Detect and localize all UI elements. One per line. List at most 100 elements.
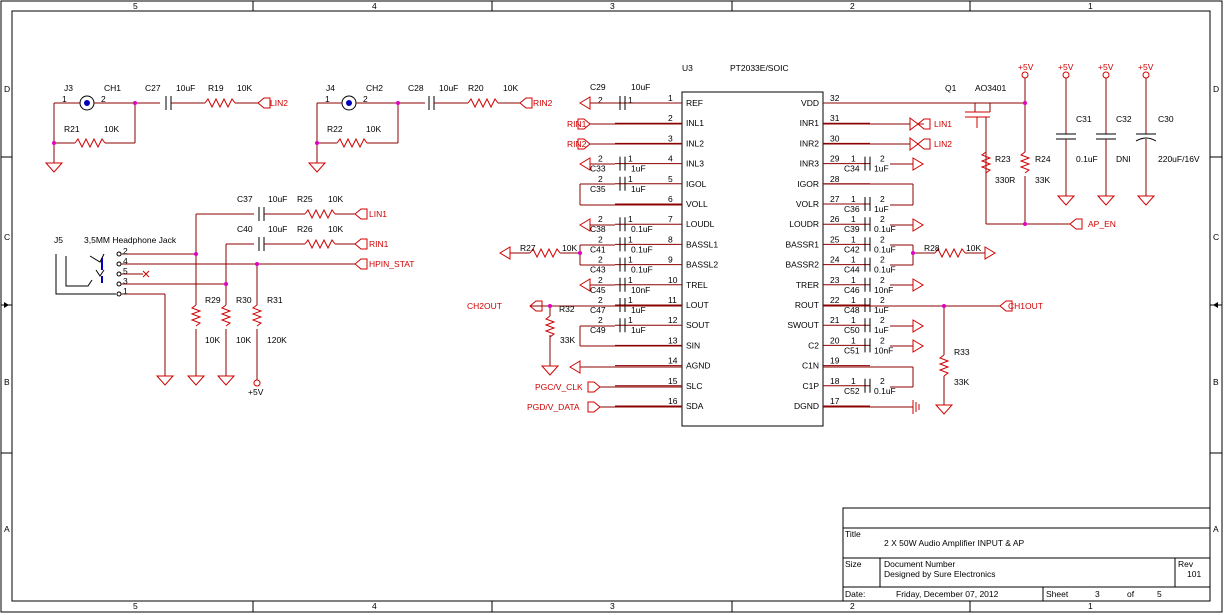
capacitor-pin: 1 xyxy=(851,214,856,224)
ic-pin-name: SLC xyxy=(686,381,703,391)
net-vcc-label: +5V xyxy=(1098,62,1114,72)
sheet-label: Sheet xyxy=(1046,589,1069,599)
j5-part: 3,5MM Headphone Jack xyxy=(84,235,177,245)
ic-pin-number: 9 xyxy=(668,255,673,265)
row-label: A xyxy=(1213,524,1219,534)
ic-left-wiring: R27 10K R32 33K xyxy=(499,96,682,413)
capacitor-pin: 2 xyxy=(598,255,603,265)
ic-pin-name: AGND xyxy=(686,361,711,371)
capacitor-pin: 1 xyxy=(851,194,856,204)
sheet-of-label: of xyxy=(1127,589,1135,599)
ic-pin-number: 15 xyxy=(668,376,678,386)
j4-channel: CH2 xyxy=(366,83,383,93)
row-label: C xyxy=(4,232,10,242)
capacitor-value: 10nF xyxy=(631,285,650,295)
r27-ref: R27 xyxy=(520,243,536,253)
ic-pin-number: 22 xyxy=(830,295,840,305)
capacitor-ref: C52 xyxy=(844,386,860,396)
r24-ref: R24 xyxy=(1035,154,1051,164)
capacitor-ref: C29 xyxy=(590,82,606,92)
r22-ref: R22 xyxy=(327,124,343,134)
c30-value: 220uF/16V xyxy=(1158,154,1200,164)
capacitor-ref: C34 xyxy=(844,164,860,174)
r23-value: 330R xyxy=(995,175,1015,185)
ic-ref: U3 xyxy=(682,63,693,73)
capacitor-ref: C38 xyxy=(590,224,606,234)
row-label: A xyxy=(4,524,10,534)
net-rin1-label: RIN1 xyxy=(369,239,389,249)
c28-ref: C28 xyxy=(408,83,424,93)
ic-pin-number: 25 xyxy=(830,234,840,244)
q1-part: AO3401 xyxy=(975,83,1006,93)
capacitor-pin: 2 xyxy=(598,95,603,105)
sheet-total: 5 xyxy=(1157,589,1162,599)
capacitor-pin: 2 xyxy=(880,295,885,305)
ic-pin-number: 2 xyxy=(668,113,673,123)
net-lin2-label: LIN2 xyxy=(934,139,952,149)
capacitor-ref: C46 xyxy=(844,285,860,295)
ic-pin-name: C2 xyxy=(808,340,819,350)
j4-ref: J4 xyxy=(326,83,335,93)
capacitor-pin: 2 xyxy=(598,275,603,285)
ic-pin-number: 31 xyxy=(830,113,840,123)
ic-pin-number: 28 xyxy=(830,174,840,184)
ic-pin-name: INR1 xyxy=(800,118,820,128)
capacitor-ref: C42 xyxy=(844,244,860,254)
r26-ref: R26 xyxy=(297,224,313,234)
ic-pin-name: C1P xyxy=(802,381,819,391)
capacitor-pin: 2 xyxy=(880,315,885,325)
capacitor-pin: 1 xyxy=(851,255,856,265)
ic-pin-name: INR3 xyxy=(800,159,820,169)
capacitor-pin: 2 xyxy=(880,376,885,386)
net-vcc-label: +5V xyxy=(248,387,264,397)
r29-value: 10K xyxy=(205,335,220,345)
c31-ref: C31 xyxy=(1076,114,1092,124)
c40-value: 10uF xyxy=(268,224,287,234)
rev-value: 101 xyxy=(1187,569,1201,579)
ic-pin-number: 26 xyxy=(830,214,840,224)
frame-column-labels: 5 4 3 2 1 5 4 3 2 1 xyxy=(133,1,1093,611)
capacitor-ref: C39 xyxy=(844,224,860,234)
ic-pin-number: 5 xyxy=(668,174,673,184)
capacitor-pin: 1 xyxy=(851,234,856,244)
ic-pin-number: 32 xyxy=(830,93,840,103)
ic-pin-name: LOUDR xyxy=(789,219,819,229)
r29-ref: R29 xyxy=(205,295,221,305)
size-label: Size xyxy=(845,559,862,569)
c37-value: 10uF xyxy=(268,194,287,204)
title-block: Title 2 X 50W Audio Amplifier INPUT & AP… xyxy=(842,507,1211,602)
capacitor-value: 1uF xyxy=(874,325,889,335)
capacitor-pin: 2 xyxy=(880,214,885,224)
rev-label: Rev xyxy=(1178,559,1194,569)
net-vcc-label: +5V xyxy=(1138,62,1154,72)
ic-pin-number: 12 xyxy=(668,315,678,325)
c37-ref: C37 xyxy=(237,194,253,204)
capacitor-ref: C47 xyxy=(590,305,606,315)
capacitor-pin: 2 xyxy=(880,255,885,265)
ic-pin-name: SIN xyxy=(686,340,700,350)
date-label: Date: xyxy=(845,589,865,599)
ic-pin-name: SDA xyxy=(686,401,704,411)
capacitor-ref: C50 xyxy=(844,325,860,335)
col-label: 5 xyxy=(133,1,138,11)
net-rin2-label: RIN2 xyxy=(567,139,587,149)
c27-value: 10uF xyxy=(176,83,195,93)
col-label: 4 xyxy=(372,1,377,11)
capacitor-pin: 2 xyxy=(880,194,885,204)
r32-value: 33K xyxy=(560,335,575,345)
ic-pin-name: INL3 xyxy=(686,159,704,169)
ic-pin-number: 8 xyxy=(668,234,673,244)
net-hpin-stat-label: HPIN_STAT xyxy=(369,259,415,269)
capacitor-pin: 1 xyxy=(851,275,856,285)
capacitor-value: 0.1uF xyxy=(631,224,653,234)
ic-pin-name: INR2 xyxy=(800,138,820,148)
capacitor-value: 1uF xyxy=(631,325,646,335)
capacitor-pin: 1 xyxy=(851,376,856,386)
net-ch1out-label: CH1OUT xyxy=(1008,301,1043,311)
capacitor-ref: C35 xyxy=(590,184,606,194)
j5-pin2: 2 xyxy=(123,246,128,256)
j5-pin4: 4 xyxy=(123,256,128,266)
col-label: 2 xyxy=(850,601,855,611)
